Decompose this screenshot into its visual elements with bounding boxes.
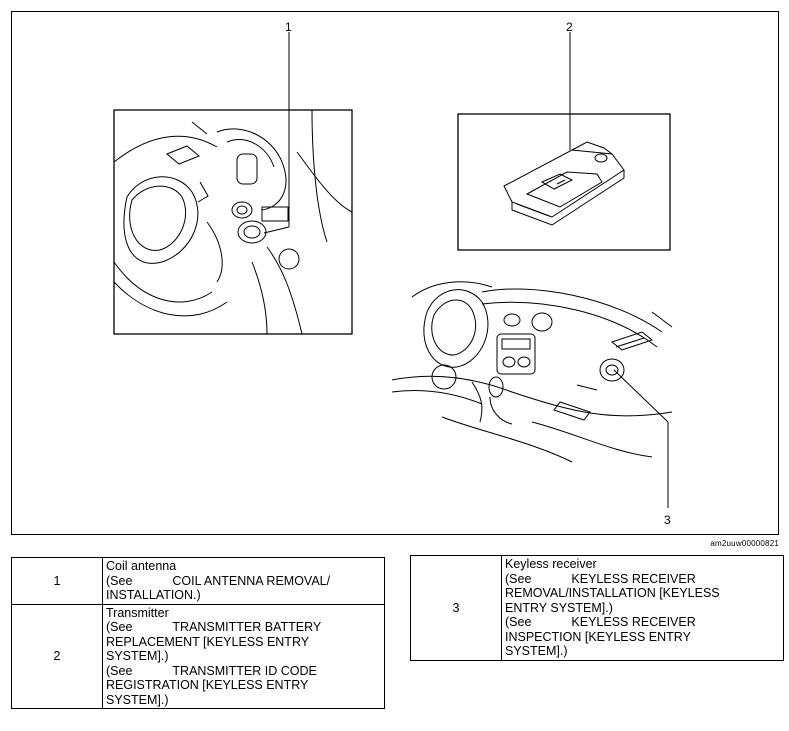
legend-line: INSPECTION [KEYLESS ENTRY bbox=[505, 630, 780, 645]
transmitter-inset bbox=[457, 113, 671, 251]
legend-line: (See TRANSMITTER BATTERY bbox=[106, 620, 381, 635]
legend-reference: KEYLESS RECEIVER bbox=[571, 615, 696, 629]
legend-line: SYSTEM].) bbox=[106, 693, 381, 708]
legend-reference: KEYLESS RECEIVER bbox=[571, 571, 696, 586]
legend-line: SYSTEM].) bbox=[106, 649, 381, 664]
legend-line: (See COIL ANTENNA REMOVAL/ bbox=[106, 574, 381, 589]
legend-line: (See KEYLESS RECEIVER bbox=[505, 615, 780, 630]
legend-text: (See bbox=[106, 663, 133, 678]
callout-1: 1 bbox=[285, 20, 292, 34]
legend-text: INSTALLATION.) bbox=[106, 588, 201, 602]
legend-text: SYSTEM].) bbox=[106, 692, 169, 707]
legend-line: (See TRANSMITTER ID CODE bbox=[106, 664, 381, 679]
legend-text: ENTRY SYSTEM].) bbox=[505, 600, 613, 615]
leader-lines bbox=[263, 32, 669, 508]
legend-text: SYSTEM].) bbox=[505, 644, 568, 658]
legend-text: (See bbox=[106, 573, 133, 588]
legend-line: (See KEYLESS RECEIVER bbox=[505, 572, 780, 587]
legend-line: INSTALLATION.) bbox=[106, 588, 381, 603]
component-location-figure: 1 2 3 bbox=[11, 11, 779, 535]
callout-2: 2 bbox=[566, 20, 573, 34]
legend-number: 3 bbox=[410, 555, 502, 661]
legend-text: (See bbox=[505, 615, 532, 629]
legend-text: REGISTRATION [KEYLESS ENTRY bbox=[106, 678, 309, 692]
legend-text: INSPECTION [KEYLESS ENTRY bbox=[505, 629, 691, 644]
callout-3: 3 bbox=[664, 513, 671, 527]
legend-line: REMOVAL/INSTALLATION [KEYLESS bbox=[505, 586, 780, 601]
dashboard-drawing bbox=[391, 281, 673, 463]
legend-text: Keyless receiver bbox=[505, 557, 597, 571]
legend-line: SYSTEM].) bbox=[505, 644, 780, 659]
legend-number: 2 bbox=[11, 603, 103, 709]
steering-column-inset bbox=[113, 109, 353, 335]
legend-text: (See bbox=[505, 571, 532, 586]
legend-description: Coil antenna(See COIL ANTENNA REMOVAL/INS… bbox=[102, 557, 385, 605]
legend-line: Keyless receiver bbox=[505, 557, 780, 572]
image-code: am2uuw00000821 bbox=[710, 539, 779, 548]
legend-text: Coil antenna bbox=[106, 559, 177, 573]
legend-number: 1 bbox=[11, 557, 103, 605]
legend-line: ENTRY SYSTEM].) bbox=[505, 601, 780, 616]
legend-line: Transmitter bbox=[106, 606, 381, 621]
legend-text: Transmitter bbox=[106, 605, 169, 620]
legend-reference: COIL ANTENNA REMOVAL/ bbox=[172, 573, 331, 588]
legend-reference: TRANSMITTER BATTERY bbox=[172, 620, 322, 634]
legend-line: REGISTRATION [KEYLESS ENTRY bbox=[106, 678, 381, 693]
legend-text: (See bbox=[106, 620, 133, 634]
legend-text: SYSTEM].) bbox=[106, 649, 169, 663]
legend-line: Coil antenna bbox=[106, 559, 381, 574]
legend-text: REMOVAL/INSTALLATION [KEYLESS bbox=[505, 586, 720, 600]
legend-line: REPLACEMENT [KEYLESS ENTRY bbox=[106, 635, 381, 650]
legend-text: REPLACEMENT [KEYLESS ENTRY bbox=[106, 634, 310, 649]
legend-reference: TRANSMITTER ID CODE bbox=[172, 663, 317, 678]
figure-drawing: 1 2 3 bbox=[113, 20, 673, 527]
